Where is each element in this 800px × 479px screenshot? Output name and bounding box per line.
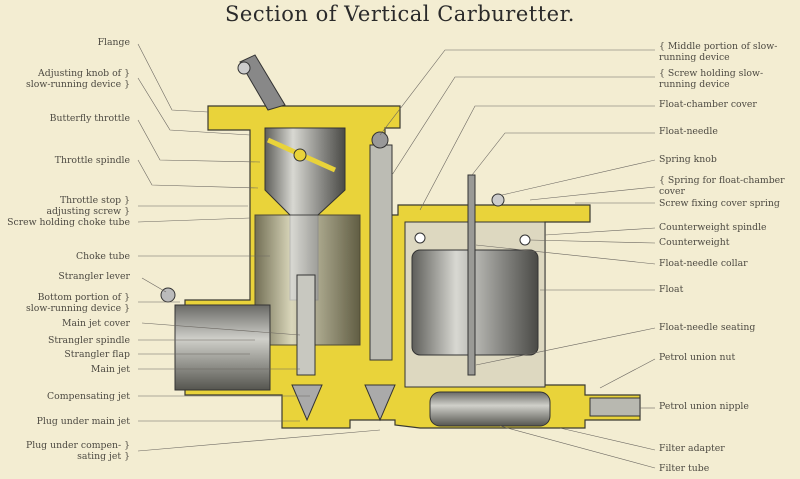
label-float-needle: Float-needle xyxy=(659,126,718,137)
label-main-jet-cover: Main jet cover xyxy=(61,318,130,329)
main-jet-plug xyxy=(291,384,323,422)
label-bottom-portion: Bottom portion of } slow-running device … xyxy=(26,292,130,314)
label-petrol-union-nipple: Petrol union nipple xyxy=(659,401,749,412)
label-flange: Flange xyxy=(97,37,130,48)
spring-knob xyxy=(491,193,505,207)
filter-tube xyxy=(429,391,551,427)
label-counterweight-spindle: Counterweight spindle xyxy=(659,222,767,233)
label-middle-portion: { Middle portion of slow- running device xyxy=(659,41,778,63)
label-strangler-flap: Strangler flap xyxy=(64,349,130,360)
label-strangler-lever: Strangler lever xyxy=(58,271,130,282)
petrol-union-nipple xyxy=(589,397,641,417)
label-counterweight: Counterweight xyxy=(659,237,730,248)
label-plug-under-main-jet: Plug under main jet xyxy=(36,416,130,427)
label-choke-tube: Choke tube xyxy=(76,251,130,262)
label-compensating-jet: Compensating jet xyxy=(46,391,130,402)
slow-running-tube xyxy=(369,144,393,361)
label-butterfly-throttle: Butterfly throttle xyxy=(49,113,130,124)
label-float: Float xyxy=(659,284,684,295)
float-needle xyxy=(467,174,476,376)
label-spring-knob: Spring knob xyxy=(659,154,717,165)
air-intake xyxy=(174,304,271,391)
label-throttle-stop: Throttle stop } adjusting screw } xyxy=(46,195,131,217)
label-float-chamber-cover: Float-chamber cover xyxy=(659,99,757,110)
leader-lines xyxy=(137,43,656,469)
label-throttle-spindle: Throttle spindle xyxy=(54,155,130,166)
label-plug-under-compensating-jet: Plug under compen- } sating jet } xyxy=(25,440,130,462)
main-jet xyxy=(296,274,316,376)
label-screw-fixing-cover-spring: Screw fixing cover spring xyxy=(659,198,780,209)
label-filter-tube: Filter tube xyxy=(659,463,710,474)
label-screw-holding-slow-running: { Screw holding slow- running device xyxy=(659,68,764,90)
label-petrol-union-nut: Petrol union nut xyxy=(659,352,736,363)
label-screw-holding-choke-tube: Screw holding choke tube xyxy=(7,217,130,228)
compensating-jet-plug xyxy=(364,384,396,422)
label-strangler-spindle: Strangler spindle xyxy=(47,335,130,346)
label-filter-adapter: Filter adapter xyxy=(659,443,725,454)
throttle-lever xyxy=(239,54,286,111)
diagram-title: Section of Vertical Carburetter. xyxy=(225,2,575,26)
label-float-needle-collar: Float-needle collar xyxy=(659,258,748,269)
label-main-jet: Main jet xyxy=(90,364,130,375)
label-float-needle-seating: Float-needle seating xyxy=(659,322,756,333)
label-adjusting-knob: Adjusting knob of } slow-running device … xyxy=(26,68,130,90)
label-spring-for-cover: { Spring for float-chamber cover xyxy=(659,175,785,197)
